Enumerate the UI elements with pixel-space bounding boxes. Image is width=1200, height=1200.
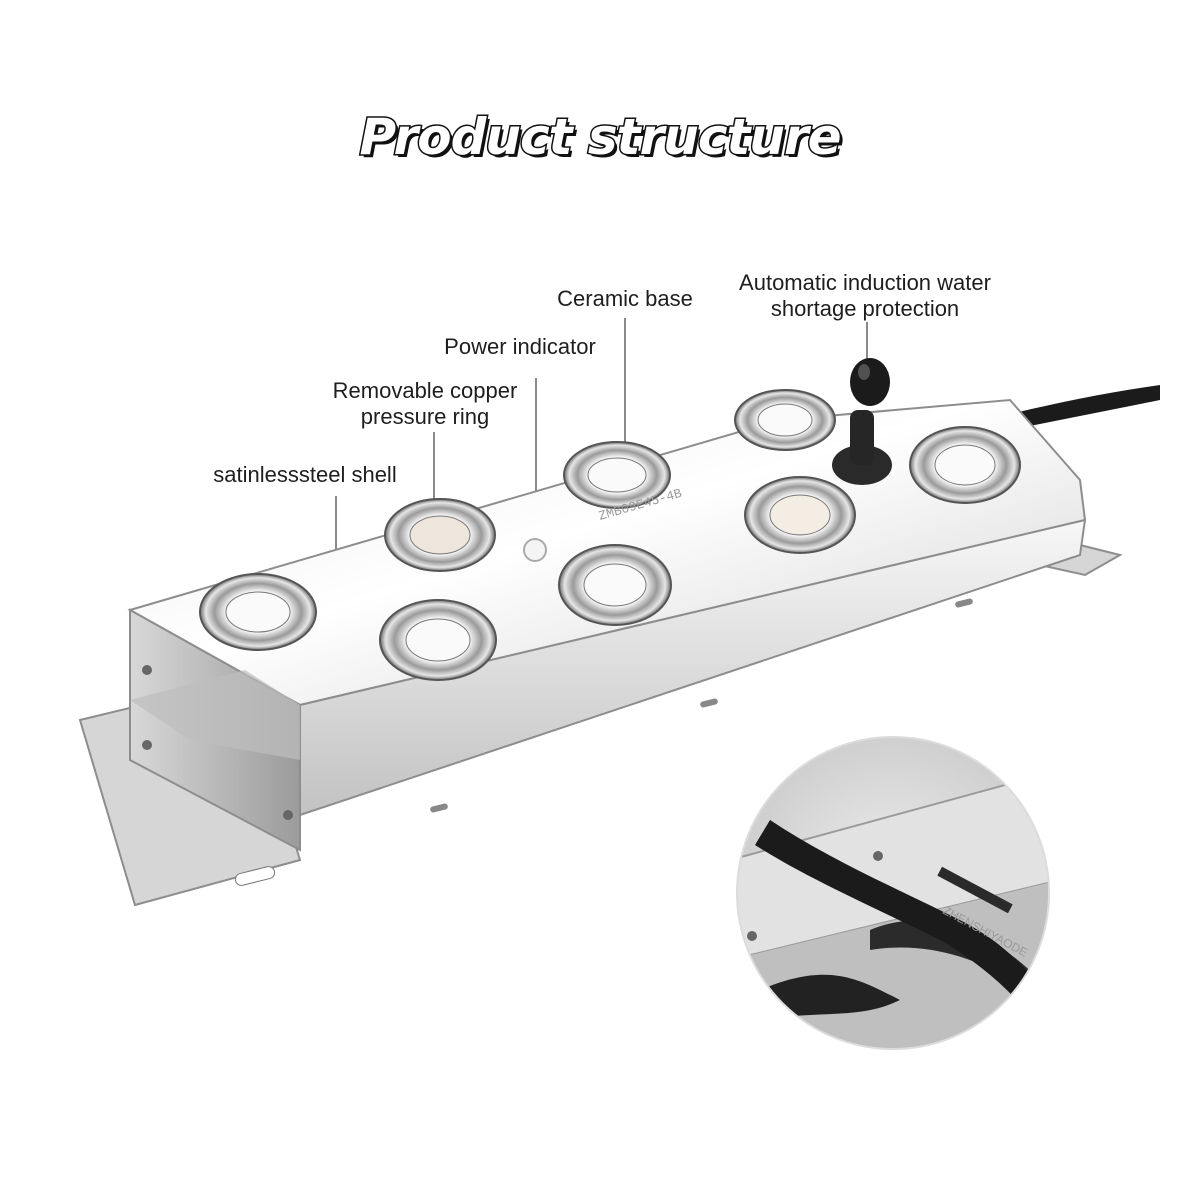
water-protection-leader xyxy=(866,322,868,364)
copper-ring-label-line2: pressure ring xyxy=(360,404,490,429)
zoom-cable xyxy=(755,820,1048,1015)
atomizer-ring xyxy=(199,573,317,651)
atomizer-ring xyxy=(558,544,672,626)
atomizer-ring xyxy=(384,498,496,572)
ceramic-base-leader xyxy=(624,318,626,463)
atomizer-ring xyxy=(744,476,856,554)
power-cable xyxy=(1010,385,1160,430)
screw xyxy=(142,665,152,675)
screw xyxy=(142,740,152,750)
power-indicator-leader xyxy=(535,378,537,538)
vent-slot xyxy=(430,803,448,813)
shell-leader xyxy=(335,496,337,584)
power-indicator-led xyxy=(523,538,547,562)
ceramic-base-label: Ceramic base xyxy=(557,286,693,311)
shell-bracket xyxy=(130,670,300,760)
power-indicator-label: Power indicator xyxy=(444,334,596,359)
copper-ring-label-line1: Removable copper xyxy=(332,378,518,403)
screw xyxy=(873,851,883,861)
shell-label: satinlesssteel shell xyxy=(213,462,397,487)
water-protection-label-line2: shortage protection xyxy=(770,296,960,321)
copper-ring-leader xyxy=(433,432,435,510)
atomizer-ring xyxy=(734,389,836,451)
zoom-inset: ZHENSHIYAODE xyxy=(738,768,1048,1048)
atomizer-ring xyxy=(563,441,671,509)
screw xyxy=(747,931,757,941)
water-protection-label: Automatic induction water shortage prote… xyxy=(710,270,1020,322)
vent-slot xyxy=(700,698,718,708)
screw xyxy=(283,810,293,820)
water-sensor-knob xyxy=(832,358,892,485)
atomizer-ring xyxy=(909,426,1021,504)
page-title: Product structure xyxy=(358,107,843,168)
vent-slot xyxy=(955,598,973,608)
water-protection-label-line1: Automatic induction water xyxy=(739,270,991,295)
atomizer-ring xyxy=(379,599,497,681)
copper-ring-label: Removable copper pressure ring xyxy=(320,378,530,430)
tab-slot xyxy=(234,866,276,886)
